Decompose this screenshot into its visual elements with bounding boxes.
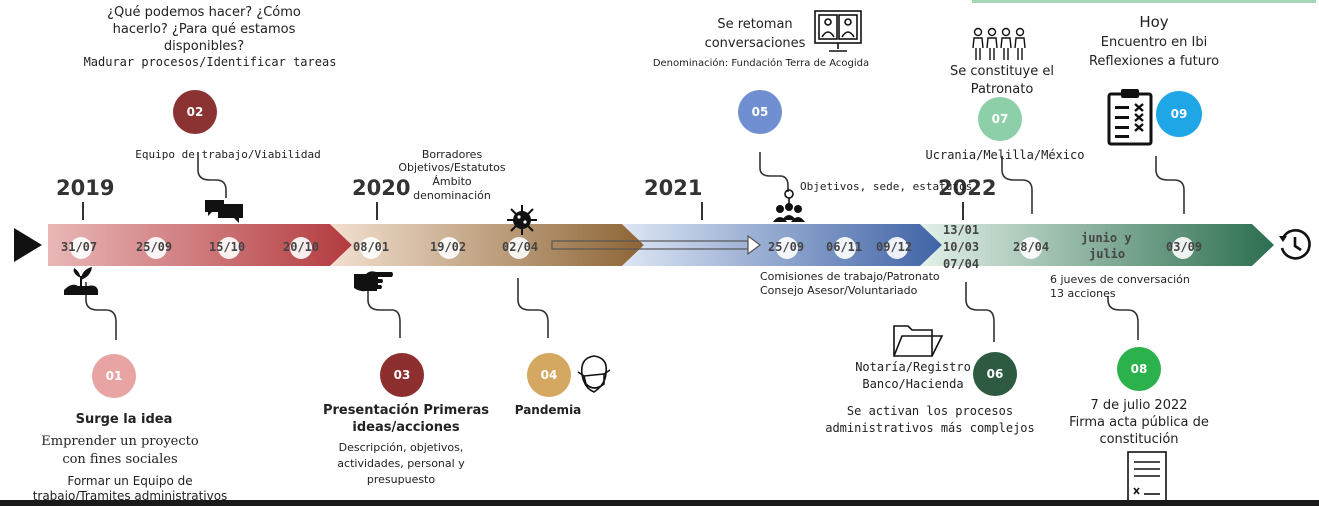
team-icon: [772, 188, 806, 224]
milestone-01-line4: trabajo/Tramites administrativos: [32, 489, 228, 503]
milestone-04-title: Pandemia: [514, 403, 582, 417]
date-31-07: 31/07: [61, 240, 98, 254]
milestone-03-title1: Presentación Primeras: [322, 403, 490, 418]
milestone-09-badge: 09: [1156, 91, 1202, 137]
date-02-04: 02/04: [502, 240, 539, 254]
milestone-07-label: Ucrania/Melilla/México: [925, 148, 1085, 162]
date-09-12: 09/12: [876, 240, 913, 254]
milestone-02-q1: ¿Qué podemos hacer? ¿Cómo: [107, 5, 301, 20]
milestone-01-line3: Formar un Equipo de: [67, 474, 193, 488]
milestone-07-badge: 07: [978, 97, 1022, 141]
milestone-03-badge: 03: [380, 353, 424, 397]
milestone-05-note: Objetivos, sede, estatutos: [800, 180, 973, 193]
milestone-09-t1: Hoy: [1139, 13, 1169, 31]
milestone-02-sub: Madurar procesos/Identificar tareas: [83, 55, 337, 69]
band-2020: [330, 224, 644, 266]
milestone-08-j1: 6 jueves de conversación: [1050, 273, 1190, 286]
milestone-04-b4: denominación: [413, 189, 491, 202]
video-call-icon: [813, 9, 863, 55]
date-08-01: 08/01: [353, 240, 390, 254]
chat-icon: [204, 198, 244, 224]
date-03-09: 03/09: [1166, 240, 1203, 254]
date-07-04: 07/04: [943, 257, 980, 271]
milestone-03-d2: actividades, personal y: [337, 457, 465, 470]
milestone-04-b2: Objetivos/Estatutos: [398, 161, 506, 174]
date-junio: junio y: [1081, 231, 1132, 245]
milestone-02-q2: hacerlo? ¿Para qué estamos: [112, 22, 296, 37]
milestone-09-t3: Reflexiones a futuro: [1088, 54, 1220, 69]
milestone-03-d1: Descripción, objetivos,: [338, 441, 464, 454]
seedling-icon: [62, 264, 100, 296]
date-06-11: 06/11: [826, 240, 863, 254]
timeline-band: [14, 224, 1274, 266]
clock-icon: [1278, 228, 1312, 262]
milestone-05-t2: conversaciones: [704, 36, 806, 51]
milestone-06-n2: Banco/Hacienda: [862, 377, 964, 391]
date-13-01: 13/01: [943, 223, 980, 237]
date-20-10: 20/10: [283, 240, 320, 254]
milestone-08-j2: 13 acciones: [1050, 287, 1116, 300]
people-group-icon: [970, 26, 1028, 62]
milestone-05-badge: 05: [738, 90, 782, 134]
milestone-05-t1: Se retoman: [717, 17, 793, 32]
folder-icon: [892, 322, 944, 360]
virus-icon: [504, 203, 540, 237]
milestone-01-title: Surge la idea: [75, 412, 173, 427]
date-25-09-2019: 25/09: [136, 240, 173, 254]
year-2021: 2021: [644, 176, 703, 200]
date-10-03: 10/03: [943, 240, 980, 254]
pointing-hand-icon: [352, 268, 394, 294]
milestone-08-t3: constitución: [1099, 432, 1179, 447]
milestone-02-q3: disponibles?: [163, 39, 245, 54]
milestone-08-t1: 7 de julio 2022: [1090, 398, 1188, 413]
milestone-02-badge: 02: [173, 90, 217, 134]
milestone-08-t2: Firma acta pública de: [1069, 415, 1209, 430]
checklist-icon: [1107, 88, 1153, 146]
year-2020: 2020: [352, 176, 411, 200]
date-15-10: 15/10: [209, 240, 246, 254]
milestone-06-n1: Notaría/Registro: [855, 360, 971, 374]
band-2019: [48, 224, 352, 266]
milestone-01-line1: Emprender un proyecto: [41, 434, 199, 449]
milestone-03-title2: ideas/acciones: [352, 420, 460, 435]
year-2022: 2022: [938, 176, 997, 200]
milestone-04-badge: 04: [527, 353, 571, 397]
top-right-bar: [972, 0, 1316, 3]
mask-face-icon: [574, 352, 614, 396]
milestone-09-t2: Encuentro en Ibi: [1100, 35, 1208, 50]
bottom-edge: [0, 500, 1319, 506]
milestone-05-sub: Denominación: Fundación Terra de Acogida: [652, 58, 870, 69]
milestone-06-badge: 06: [973, 352, 1017, 396]
milestone-01-line2: con fines sociales: [62, 452, 178, 467]
milestone-01-badge: 01: [92, 354, 136, 398]
milestone-04-b1: Borradores: [421, 148, 483, 161]
date-19-02: 19/02: [430, 240, 467, 254]
milestone-06-s2: administrativos más complejos: [825, 421, 1035, 435]
date-28-04: 28/04: [1013, 240, 1050, 254]
milestone-08-badge: 08: [1117, 347, 1161, 391]
milestone-06-s1: Se activan los procesos: [846, 404, 1014, 418]
date-julio: julio: [1089, 247, 1126, 261]
milestone-05-c2: Consejo Asesor/Voluntariado: [760, 284, 918, 297]
milestone-03-d3: presupuesto: [366, 473, 436, 486]
milestone-05-c1: Comisiones de trabajo/Patronato: [760, 270, 940, 283]
milestone-07-t1: Se constituye el: [950, 64, 1054, 79]
date-25-09-2021: 25/09: [768, 240, 805, 254]
milestone-07-t2: Patronato: [970, 82, 1034, 97]
milestone-02-label: Equipo de trabajo/Viabilidad: [135, 148, 321, 161]
document-icon: [1126, 450, 1168, 505]
start-arrow: [14, 228, 42, 262]
year-2019: 2019: [56, 176, 115, 200]
milestone-04-b3: Ámbito: [432, 175, 472, 188]
